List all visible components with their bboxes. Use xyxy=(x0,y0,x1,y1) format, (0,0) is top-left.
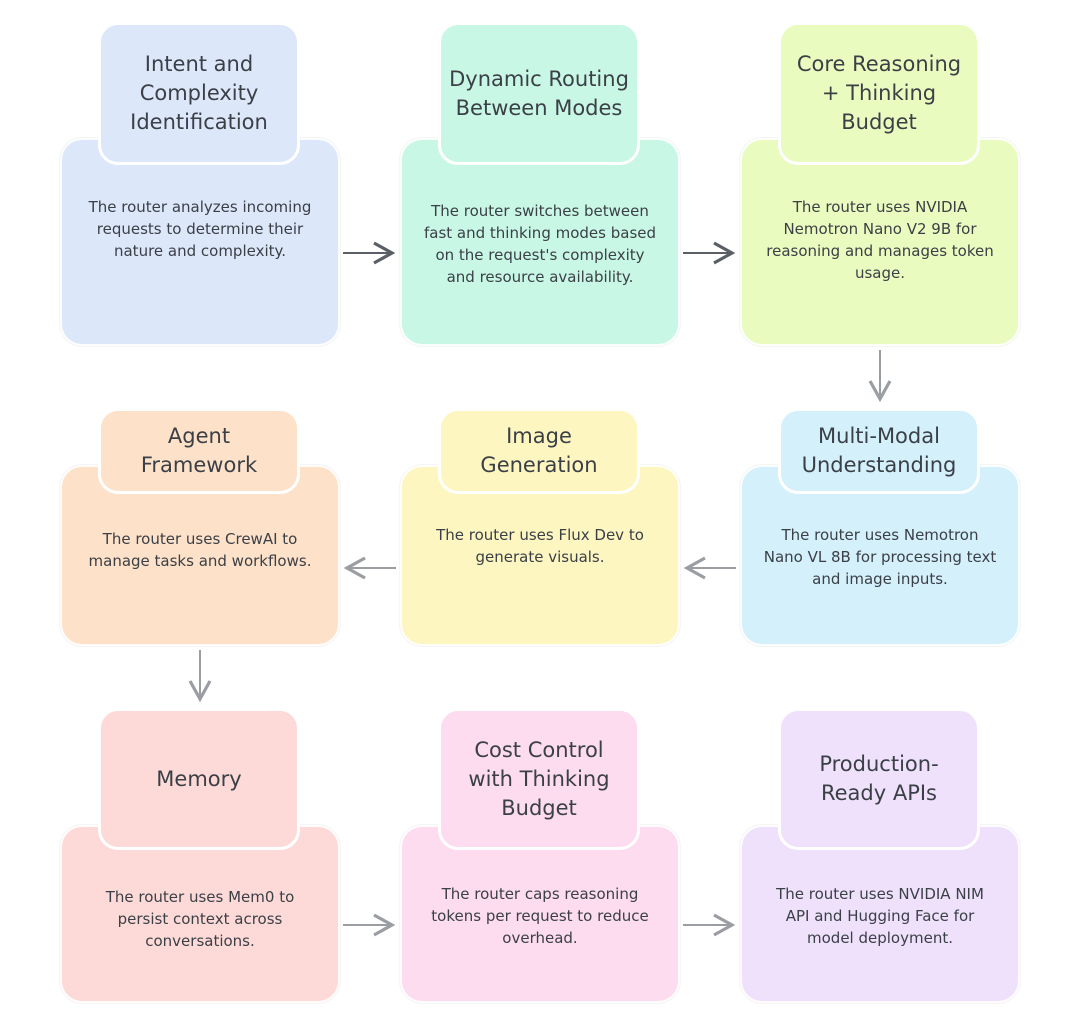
step-card-body xyxy=(60,465,340,646)
step-card-body xyxy=(740,138,1020,346)
step-title: Production-Ready APIs xyxy=(778,708,980,850)
step-description: The router uses NVIDIA Nemotron Nano V2 … xyxy=(766,198,994,282)
step-title: Core Reasoning + Thinking Budget xyxy=(778,22,980,165)
step-description: The router uses Flux Dev to generate vis… xyxy=(436,526,644,566)
step-card-body xyxy=(400,825,680,1003)
step-title: Agent Framework xyxy=(98,408,300,494)
step-description: The router uses NVIDIA NIM API and Huggi… xyxy=(776,885,984,947)
step-title: Cost Control with Thinking Budget xyxy=(438,708,640,850)
step-description: The router uses Nemotron Nano VL 8B for … xyxy=(763,526,997,588)
step-description: The router analyzes incoming requests to… xyxy=(88,198,312,260)
step-title: Dynamic Routing Between Modes xyxy=(438,22,640,165)
step-title: Multi-Modal Understanding xyxy=(778,408,980,494)
step-card-body xyxy=(400,138,680,346)
step-card-body xyxy=(60,825,340,1003)
step-description: The router uses CrewAI to manage tasks a… xyxy=(88,530,312,570)
step-description: The router switches between fast and thi… xyxy=(423,202,657,286)
step-card-body xyxy=(740,465,1020,646)
step-title: Image Generation xyxy=(438,408,640,494)
step-description: The router caps reasoning tokens per req… xyxy=(431,885,649,947)
step-card-body xyxy=(740,825,1020,1003)
step-title: Memory xyxy=(98,708,300,850)
step-title: Intent and Complexity Identification xyxy=(98,22,300,165)
step-description: The router uses Mem0 to persist context … xyxy=(105,888,295,950)
step-card-body xyxy=(400,465,680,646)
